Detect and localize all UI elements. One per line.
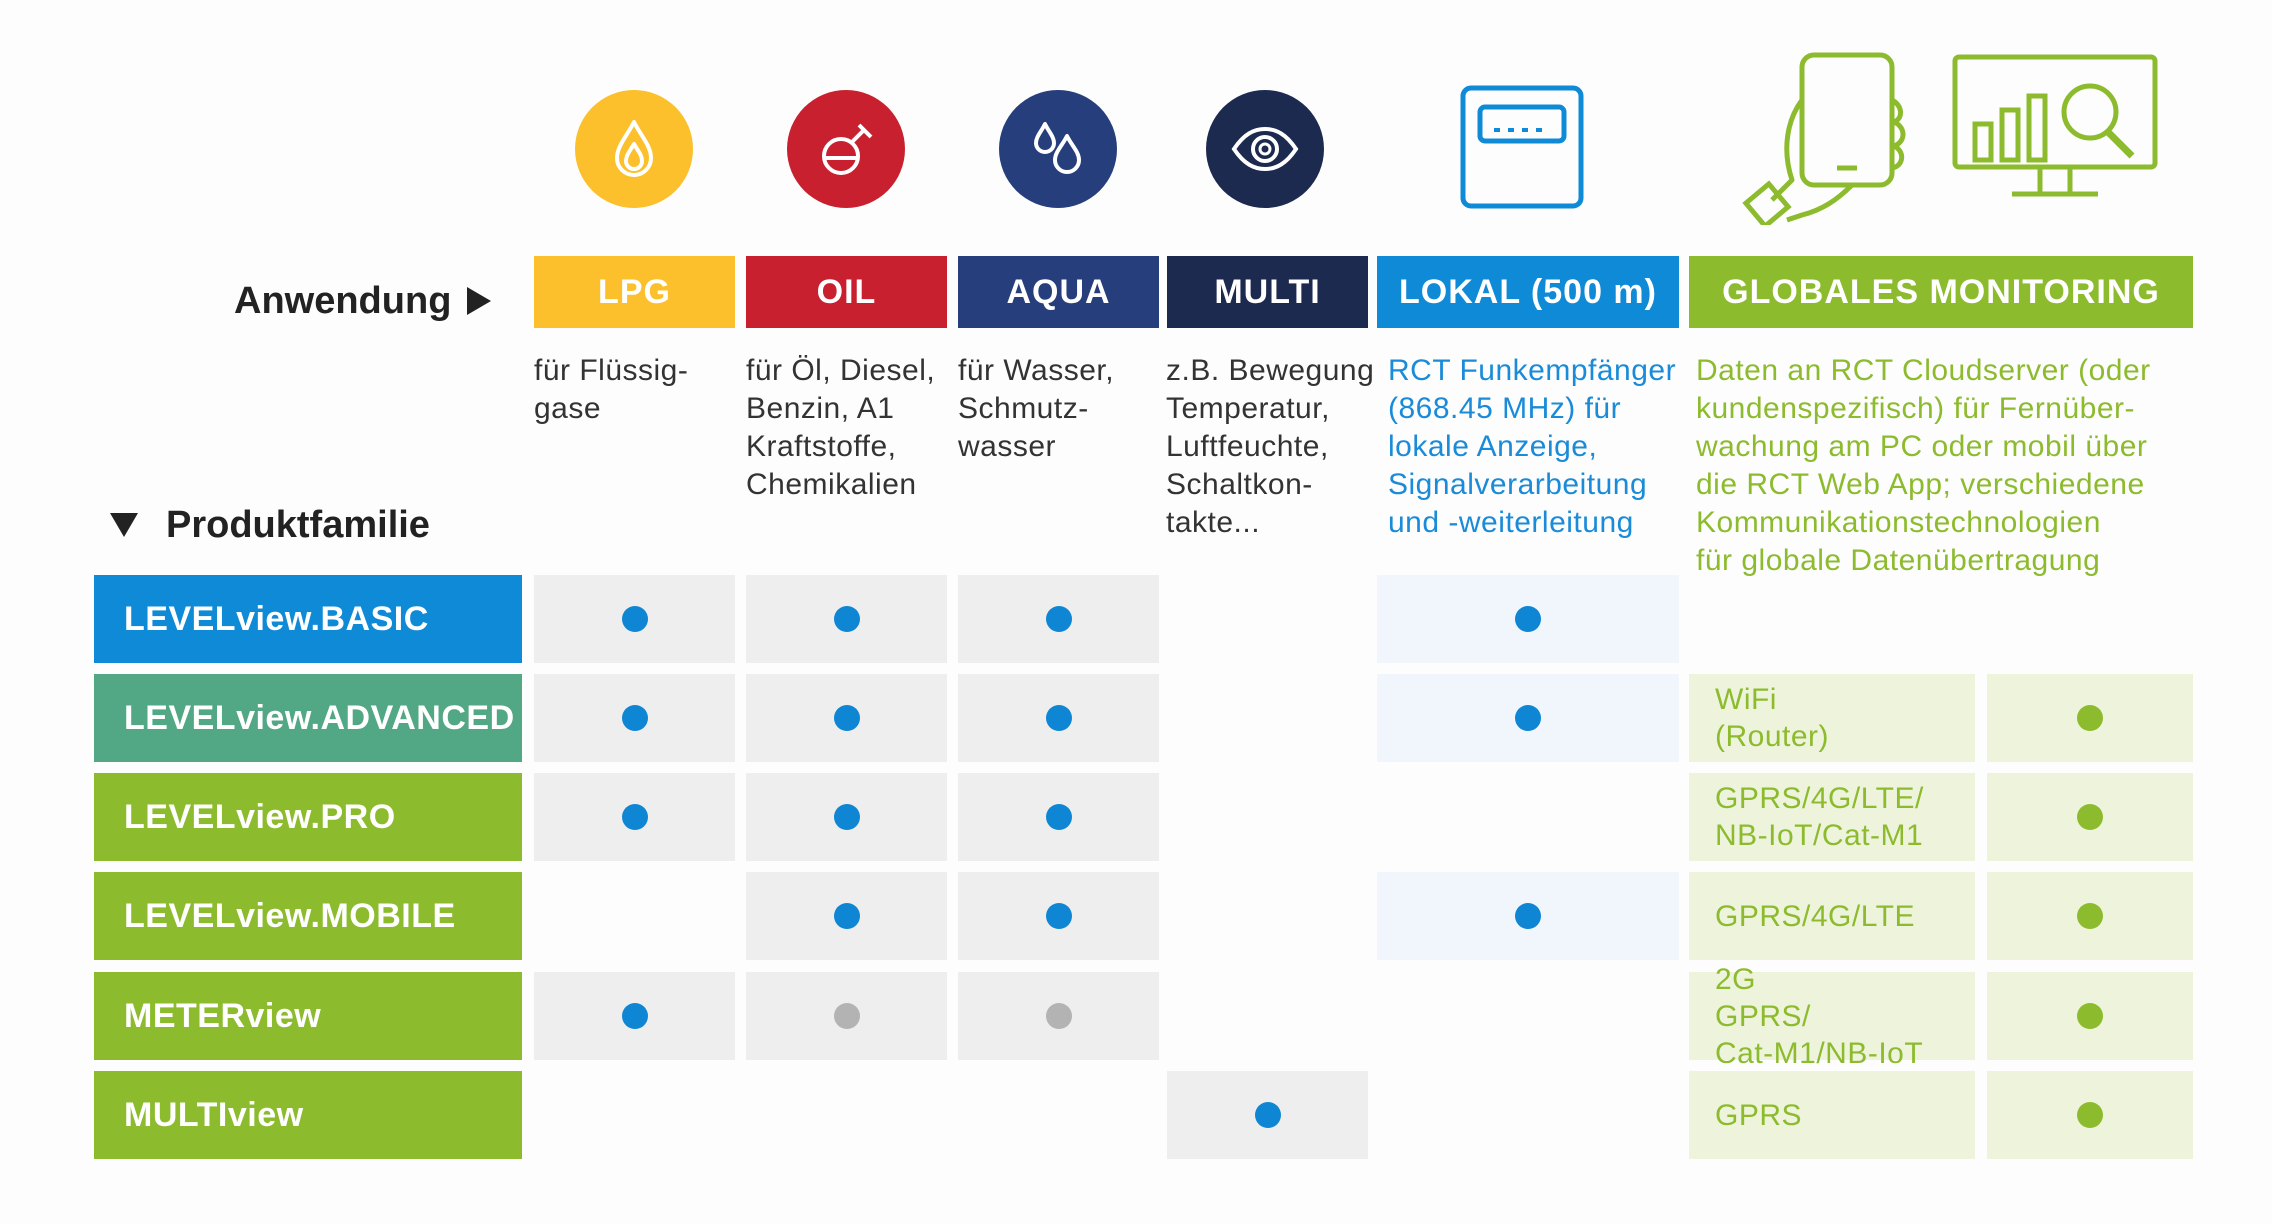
global-tech-text: WiFi (Router) [1715,683,1830,753]
matrix-cell-oil [746,773,947,861]
column-desc-multi: z.B. Bewegung Temperatur, Luftfeuchte, S… [1166,354,1375,539]
global-tech-cell: WiFi (Router) [1689,674,1975,762]
availability-dot [621,804,648,830]
matrix-cell-global [1987,972,2193,1060]
matrix-cell-global [1987,773,2193,861]
product-row-label: MULTIview [94,1071,522,1159]
matrix-cell-aqua [958,773,1159,861]
matrix-cell-lpg [534,972,735,1060]
triangle-down-icon [110,513,138,537]
availability-dot [1515,903,1541,929]
column-header-lokal: LOKAL (500 m) [1377,256,1679,328]
availability-dot [621,705,648,731]
availability-dot [833,804,860,830]
matrix-cell-oil [746,674,947,762]
matrix-cell-aqua [958,872,1159,960]
matrix-cell-oil [746,972,947,1060]
aqua-icon-badge [999,90,1117,208]
availability-dot [621,606,648,632]
matrix-cell-lokal [1377,674,1679,762]
lokal-icon-badge [1460,85,1584,209]
availability-dot [1045,606,1072,632]
produktfamilie-label: Produktfamilie [110,500,430,550]
availability-dot [833,606,860,632]
column-header-aqua: AQUA [958,256,1159,328]
matrix-cell-lokal [1377,872,1679,960]
flame-drop-icon [615,120,653,177]
multi-icon-badge [1206,90,1324,208]
column-header-multi: MULTI [1167,256,1368,328]
water-drops-icon [1034,122,1081,174]
matrix-cell-aqua [958,674,1159,762]
anwendung-label: Anwendung [234,276,492,326]
product-row-label: LEVELview.BASIC [94,575,522,663]
availability-dot [833,1003,860,1029]
matrix-cell-global [1987,872,2193,960]
product-row-label: LEVELview.MOBILE [94,872,522,960]
column-header-oil: OIL [746,256,947,328]
global-tech-cell: GPRS/4G/LTE [1689,872,1975,960]
matrix-cell-lpg [534,674,735,762]
flask-icon [822,123,873,175]
availability-dot [1515,705,1541,731]
availability-dot [1045,705,1072,731]
triangle-right-icon [467,287,492,315]
global-tech-cell: 2G GPRS/ Cat-M1/NB-IoT [1689,963,1975,1070]
matrix-cell-global [1987,674,2193,762]
global-tech-text: GPRS/4G/LTE/ NB-IoT/Cat-M1 [1715,782,1924,852]
lpg-icon-badge [575,90,693,208]
monitor-analytics-icon [1952,54,2158,197]
column-desc-lokal: RCT Funkempfänger (868.45 MHz) für lokal… [1388,354,1677,539]
availability-dot [2077,1102,2103,1128]
matrix-cell-lpg [534,773,735,861]
hand-smartphone-icon [1742,52,1906,230]
matrix-cell-aqua [958,972,1159,1060]
column-desc-lpg: für Flüssig- gase [534,354,689,425]
matrix-cell-oil [746,575,947,663]
availability-dot [833,903,860,929]
column-header-lpg: LPG [534,256,735,328]
eye-icon [1231,126,1299,172]
matrix-cell-global [1987,1071,2193,1159]
global-monitor-icon-badge [1950,52,2160,202]
availability-dot [2077,903,2103,929]
oil-icon-badge [787,90,905,208]
global-tech-cell: GPRS [1689,1071,1975,1159]
availability-dot [1045,804,1072,830]
product-row-label: LEVELview.PRO [94,773,522,861]
matrix-cell-lpg [534,575,735,663]
availability-dot [621,1003,648,1029]
column-header-global: GLOBALES MONITORING [1689,256,2193,328]
display-receiver-icon [1460,85,1584,209]
availability-dot [1045,903,1072,929]
column-desc-aqua: für Wasser, Schmutz- wasser [958,354,1115,463]
availability-dot [2077,1003,2103,1029]
matrix-cell-lokal [1377,575,1679,663]
availability-dot [833,705,860,731]
availability-dot [2077,705,2103,731]
global-tech-text: GPRS [1715,1098,1803,1132]
matrix-cell-multi [1167,1071,1368,1159]
matrix-cell-oil [746,872,947,960]
column-desc-oil: für Öl, Diesel, Benzin, A1 Kraftstoffe, … [746,354,936,501]
product-row-label: LEVELview.ADVANCED [94,674,522,762]
global-tech-cell: GPRS/4G/LTE/ NB-IoT/Cat-M1 [1689,773,1975,861]
availability-dot [1045,1003,1072,1029]
global-mobile-icon-badge [1742,50,1912,230]
matrix-cell-aqua [958,575,1159,663]
column-desc-global: Daten an RCT Cloudserver (oder kundenspe… [1696,354,2151,577]
availability-dot [2077,804,2103,830]
global-tech-text: 2G GPRS/ Cat-M1/NB-IoT [1715,962,1924,1070]
product-row-label: METERview [94,972,522,1060]
availability-dot [1254,1102,1281,1128]
availability-dot [1515,606,1541,632]
global-tech-text: GPRS/4G/LTE [1715,899,1916,933]
